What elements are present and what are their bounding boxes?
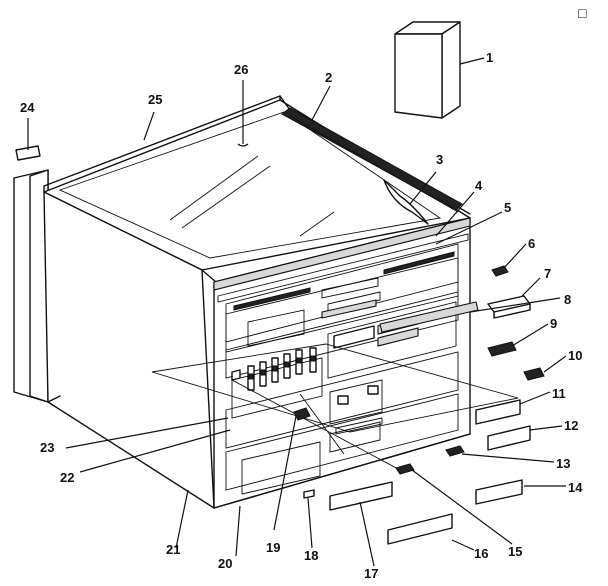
callout-labels: 1 2 3 4 5 6 7 8 9 10 11 12 13 14 15 16 1… xyxy=(20,50,583,581)
part-8-rail xyxy=(379,301,479,333)
part-13-button xyxy=(445,445,465,457)
part-12-panel xyxy=(487,425,531,451)
part-14-panel xyxy=(475,479,523,505)
callout-9: 9 xyxy=(550,316,557,331)
callout-21: 21 xyxy=(166,542,180,557)
part-6-knob xyxy=(491,265,509,277)
callout-26: 26 xyxy=(234,62,248,77)
eq-sliders xyxy=(247,347,317,391)
callout-3: 3 xyxy=(436,152,443,167)
part-11-panel xyxy=(475,399,521,425)
callout-13: 13 xyxy=(556,456,570,471)
callout-7: 7 xyxy=(544,266,551,281)
callout-2: 2 xyxy=(325,70,332,85)
part-19-knob xyxy=(293,407,311,421)
callout-22: 22 xyxy=(60,470,74,485)
glass-top xyxy=(58,111,442,259)
callout-6: 6 xyxy=(528,236,535,251)
part-15-button xyxy=(395,463,415,475)
callout-25: 25 xyxy=(148,92,162,107)
callout-12: 12 xyxy=(564,418,578,433)
part-24-block xyxy=(15,145,41,161)
part-9-button xyxy=(487,341,517,357)
callout-5: 5 xyxy=(504,200,511,215)
part-18-knob xyxy=(303,489,315,499)
callout-23: 23 xyxy=(40,440,54,455)
callout-18: 18 xyxy=(304,548,318,563)
exploded-plane xyxy=(151,343,519,433)
callout-4: 4 xyxy=(475,178,483,193)
callout-14: 14 xyxy=(568,480,583,495)
callout-16: 16 xyxy=(474,546,488,561)
callout-20: 20 xyxy=(218,556,232,571)
part-17-panel xyxy=(329,481,393,511)
callout-8: 8 xyxy=(564,292,571,307)
callout-15: 15 xyxy=(508,544,522,559)
callout-1: 1 xyxy=(486,50,493,65)
callout-19: 19 xyxy=(266,540,280,555)
cabinet xyxy=(13,95,471,509)
part-16-panel xyxy=(387,513,453,545)
part-10-button xyxy=(523,367,545,381)
part-1-block xyxy=(394,21,461,119)
callout-24: 24 xyxy=(20,100,35,115)
callout-10: 10 xyxy=(568,348,582,363)
callout-11: 11 xyxy=(552,386,566,401)
callout-17: 17 xyxy=(364,566,378,581)
leader-lines xyxy=(27,57,567,567)
corner-mark: □ xyxy=(578,5,587,21)
part-7-bar xyxy=(487,295,531,319)
